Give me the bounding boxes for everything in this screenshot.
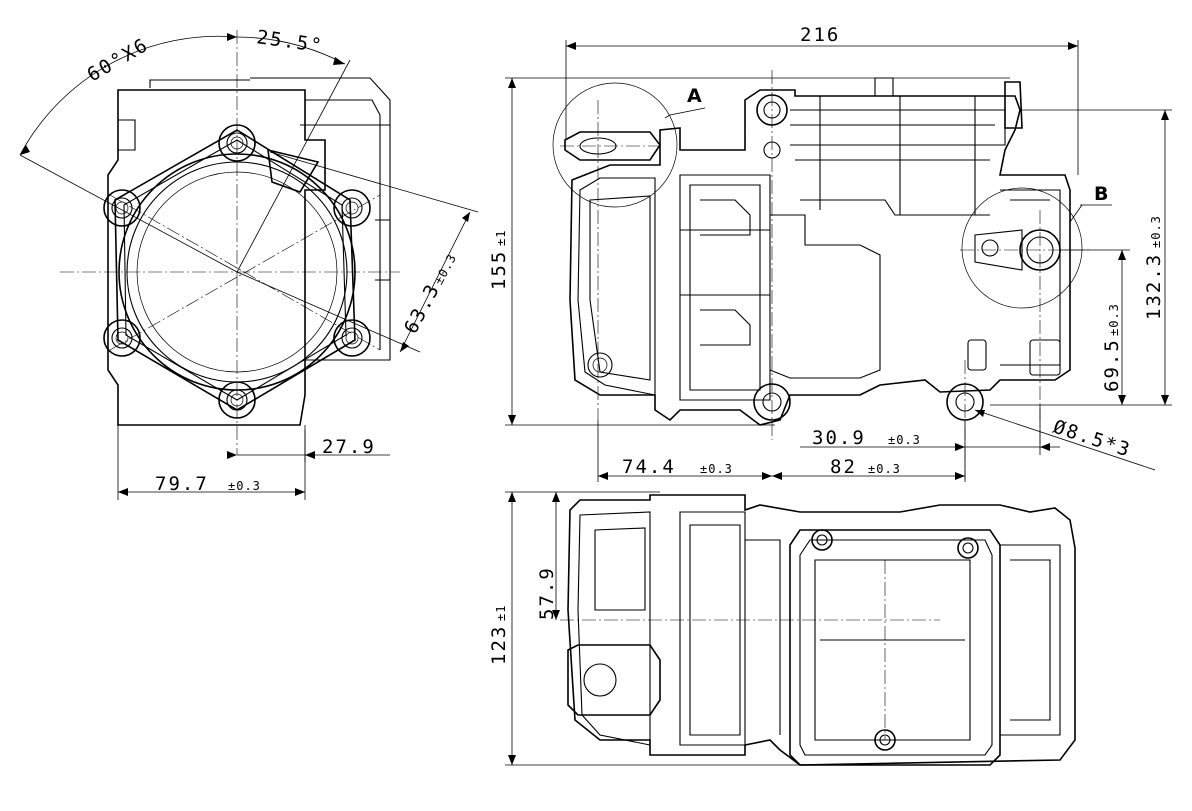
detail-a-label: A [687,85,702,107]
width-left-label: 79.7 [155,473,209,495]
dist-right-label: 82 [830,456,857,478]
bolt-boss-bottom-right [333,319,371,357]
width-left-tol: ±0.3 [228,479,261,493]
bolt-boss-top-left [103,189,141,227]
dist-left-label: 74.4 [622,456,676,478]
height-mid-label: 69.5 [1101,338,1123,392]
top-view: 123 ±1 57.9 [488,491,1076,766]
overall-length-label: 216 [800,24,840,46]
bolt-boss-top [218,124,256,162]
bottom-height-tol: ±1 [494,605,508,621]
bolt-boss-top-right [333,189,371,227]
detail-b-label: B [1094,183,1108,205]
bolt-boss-bottom-left [103,319,141,357]
height-mid-tol: ±0.3 [1107,303,1121,336]
height-b-tol: ±0.3 [1149,215,1163,248]
bottom-offset-label: 57.9 [536,566,558,620]
dist-hole-tol: ±0.3 [888,433,921,447]
end-view: 60°X6 25.5° 63.3 ±0.3 27.9 79.7 ±0.3 [19,26,479,500]
angle-offset-label: 25.5° [255,26,325,57]
dist-right-tol: ±0.3 [868,462,901,476]
offset-small-label: 27.9 [322,436,376,458]
overall-height-label: 155 [488,250,510,290]
side-view: A B 216 155 ±1 132.3 ±0.3 [488,24,1172,482]
bottom-height-label: 123 [488,625,510,665]
radius-tol: ±0.3 [432,251,460,287]
dist-left-tol: ±0.3 [700,462,733,476]
height-b-label: 132.3 [1143,253,1165,320]
dist-hole-label: 30.9 [812,427,866,449]
angle-pitch-label: 60°X6 [84,34,153,87]
hole-dia-label: Ø8.5*3 [1050,416,1133,462]
radius-label: 63.3 [400,280,445,338]
bolt-boss-bottom [218,381,256,419]
overall-height-tol: ±1 [494,230,508,246]
